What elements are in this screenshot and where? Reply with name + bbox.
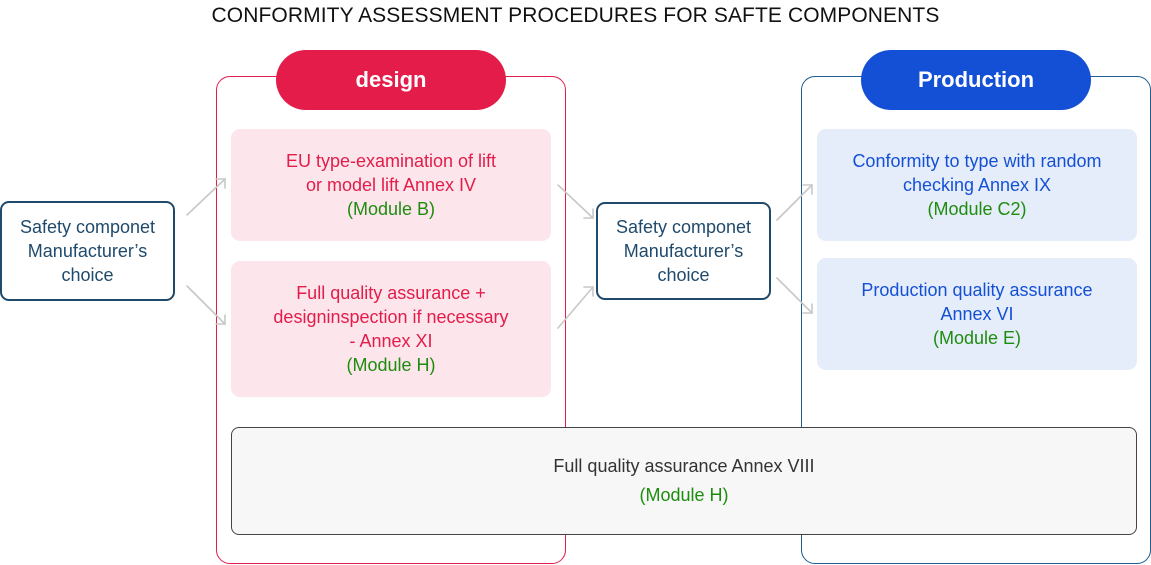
card-line: Annex VI <box>940 304 1014 324</box>
card-line: - Annex XI <box>349 331 433 351</box>
left-manufacturer-choice-box: Safety componet Manufacturer’s choice <box>0 201 175 301</box>
module-label: (Module H) <box>346 355 436 375</box>
full-quality-assurance-box: Full quality assurance Annex VIII (Modul… <box>231 427 1137 535</box>
card-line: Full quality assurance + <box>296 283 486 303</box>
choice-line: Safety componet <box>19 217 156 237</box>
card-line: Conformity to type with random <box>852 151 1102 171</box>
middle-manufacturer-choice-box: Safety componet Manufacturer’s choice <box>596 202 771 300</box>
module-label: (Module H) <box>639 485 729 505</box>
choice-line: Manufacturer’s <box>623 241 744 261</box>
card-line: Production quality assurance <box>861 280 1093 300</box>
bottom-text: Full quality assurance Annex VIII <box>553 456 815 476</box>
card-line: checking Annex IX <box>902 175 1052 195</box>
choice-line: Manufacturer’s <box>27 241 148 261</box>
choice-line: choice <box>657 265 710 285</box>
module-label: (Module E) <box>932 328 1022 348</box>
design-card-module-h: Full quality assurance + designinspectio… <box>231 261 551 397</box>
choice-line: choice <box>61 265 114 285</box>
module-label: (Module B) <box>346 199 436 219</box>
design-header: design <box>276 50 506 110</box>
diagram-title: CONFORMITY ASSESSMENT PROCEDURES FOR SAF… <box>211 4 940 27</box>
card-line: designinspection if necessary <box>273 307 509 327</box>
card-line: or model lift Annex IV <box>305 175 477 195</box>
production-header: Production <box>861 50 1091 110</box>
module-label: (Module C2) <box>927 199 1027 219</box>
design-card-module-b: EU type-examination of lift or model lif… <box>231 129 551 241</box>
card-line: EU type-examination of lift <box>285 151 497 171</box>
choice-line: Safety componet <box>615 217 752 237</box>
production-card-module-e: Production quality assurance Annex VI (M… <box>817 258 1137 370</box>
production-card-module-c2: Conformity to type with random checking … <box>817 129 1137 241</box>
